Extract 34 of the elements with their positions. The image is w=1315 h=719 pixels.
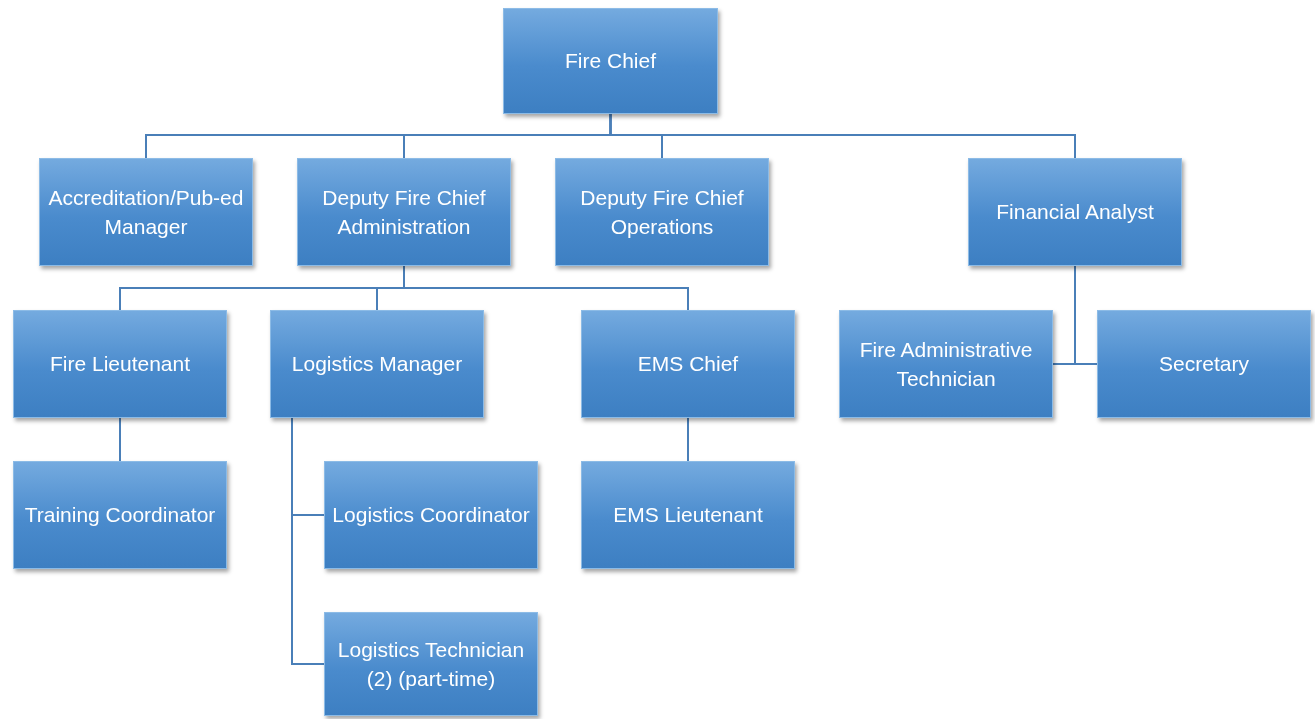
role-title: Logistics Manager xyxy=(291,351,463,378)
role-title: Logistics Coordinator xyxy=(332,502,530,529)
role-title: Logistics Technician (2) (part-time) xyxy=(336,636,526,692)
role-title: Accreditation/Pub-ed Manager xyxy=(47,184,245,240)
role-title: Fire Administrative Technician xyxy=(858,336,1034,392)
role-title: Financial Analyst xyxy=(996,199,1154,226)
role-box xyxy=(581,461,795,569)
role-box xyxy=(324,612,538,716)
role-title: Fire Lieutenant xyxy=(49,351,191,378)
role-title: Training Coordinator xyxy=(24,502,216,529)
role-title: Deputy Fire Chief Administration xyxy=(321,184,487,240)
connector-line xyxy=(119,417,121,462)
connector-line xyxy=(609,113,1076,159)
role-box xyxy=(1097,310,1311,418)
role-box xyxy=(324,461,538,569)
role-box xyxy=(968,158,1182,266)
role-title: Secretary xyxy=(1159,351,1249,378)
role-box xyxy=(13,461,227,569)
role-title: Fire Chief xyxy=(565,48,656,75)
role-title: EMS Chief xyxy=(637,351,739,378)
role-box xyxy=(297,158,511,266)
role-box xyxy=(503,8,718,114)
connector-line xyxy=(291,417,325,665)
role-box xyxy=(39,158,253,266)
connector-line xyxy=(1074,265,1098,365)
role-box xyxy=(839,310,1053,418)
role-box xyxy=(270,310,484,418)
role-box xyxy=(555,158,769,266)
role-title: Deputy Fire Chief Operations xyxy=(579,184,745,240)
connector-line xyxy=(687,417,689,462)
role-box xyxy=(13,310,227,418)
role-title: EMS Lieutenant xyxy=(613,502,763,529)
role-box xyxy=(581,310,795,418)
connector-line xyxy=(403,265,689,311)
